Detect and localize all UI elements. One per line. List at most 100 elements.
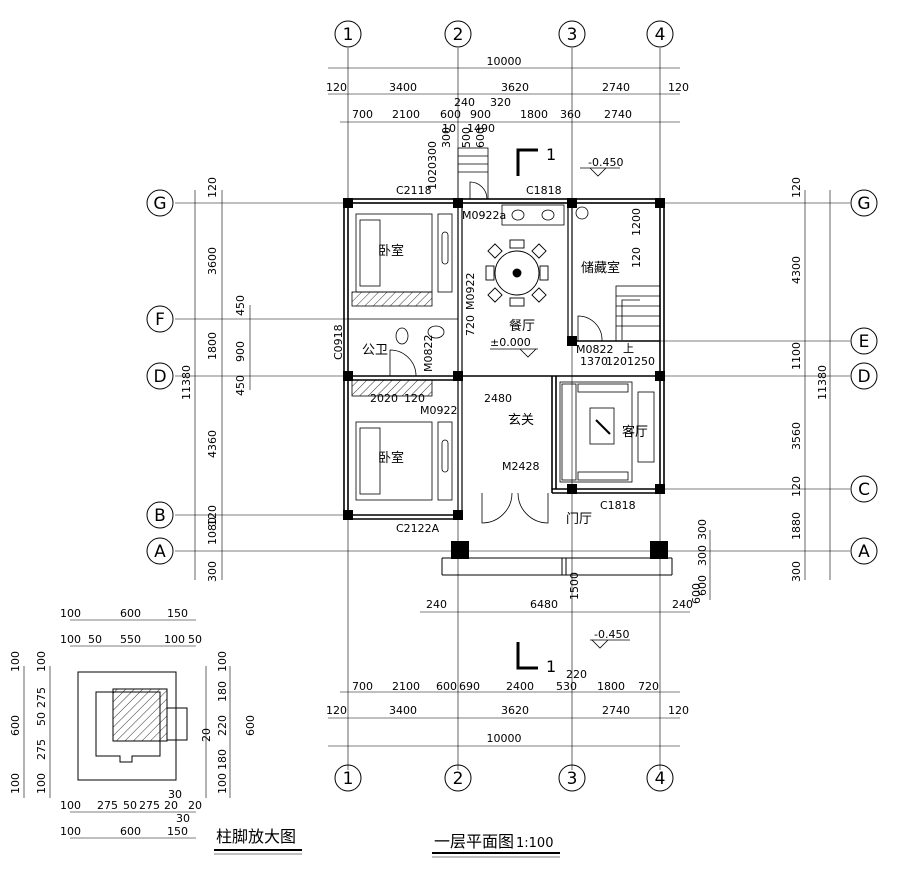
svg-text:-0.450: -0.450 bbox=[588, 156, 623, 169]
svg-text:A: A bbox=[858, 542, 870, 562]
door-m0822-left: M0822 bbox=[422, 335, 435, 373]
svg-text:2: 2 bbox=[453, 25, 464, 45]
dim-right-seg-ge: 4300 bbox=[790, 256, 803, 284]
room-label-bedroom-top: 卧室 bbox=[378, 243, 404, 259]
level-marker-top: -0.450 bbox=[580, 156, 623, 177]
axis-bubble-E-right: E bbox=[850, 327, 878, 355]
dim-bottom-sub-7: 1800 bbox=[597, 680, 625, 693]
svg-text:3: 3 bbox=[567, 769, 578, 789]
dim-bottom-sub-2: 2100 bbox=[392, 680, 420, 693]
dim-top-stair-5: 600 bbox=[474, 127, 487, 148]
dim-right-ext-bottom: 300 bbox=[790, 561, 803, 582]
dim-right-a300a: 300 bbox=[696, 519, 709, 540]
room-label-storage: 储藏室 bbox=[581, 260, 620, 276]
dim-left-seg-db: 4360 bbox=[206, 430, 219, 458]
dim-bottom-sub-8: 720 bbox=[638, 680, 659, 693]
window-c1818-right: C1818 bbox=[600, 499, 636, 512]
svg-text:1: 1 bbox=[546, 145, 556, 164]
room-label-toilet: 公卫 bbox=[362, 343, 388, 358]
dim-bottom-left-ext: 120 bbox=[326, 704, 347, 717]
dim-top-extra-3: 360 bbox=[560, 108, 581, 121]
level-marker-bottom: -0.450 bbox=[590, 628, 630, 649]
dim-top-extra-1: 240 bbox=[454, 96, 475, 109]
level-marker-floor: ±0.000 bbox=[490, 336, 538, 358]
column-foot-detail bbox=[77, 671, 188, 781]
dim-top-total: 10000 bbox=[487, 55, 522, 68]
detail-bottom2-c: 150 bbox=[167, 825, 188, 838]
sink-counter bbox=[501, 204, 589, 226]
room-label-dining: 餐厅 bbox=[509, 318, 535, 334]
dim-bottom-sub-4: 690 bbox=[459, 680, 480, 693]
dining-table bbox=[485, 239, 549, 307]
plan-title-block: 一层平面图 1:100 bbox=[432, 832, 560, 858]
axis-bubble-A-right: A bbox=[850, 537, 878, 565]
dim-720: 720 bbox=[464, 315, 477, 336]
dim-top-right-ext: 120 bbox=[668, 81, 689, 94]
dim-right-1370: 1370 bbox=[580, 355, 608, 368]
room-label-foyer: 玄关 bbox=[508, 413, 534, 428]
detail-left-c: 100 bbox=[9, 773, 22, 794]
living-sofa-set bbox=[559, 381, 655, 483]
axis-bubble-1-top: 1 bbox=[334, 20, 362, 48]
window-c0918: C0918 bbox=[332, 324, 345, 360]
axis-bubble-G-right: G bbox=[850, 189, 878, 217]
structural-columns bbox=[343, 198, 668, 559]
detail-top2-a: 100 bbox=[60, 633, 81, 646]
dim-bottom-seg-3: 2740 bbox=[602, 704, 630, 717]
svg-text:1: 1 bbox=[343, 769, 354, 789]
dim-right-seg-ca: 1880 bbox=[790, 512, 803, 540]
window-c1818-top: C1818 bbox=[526, 184, 562, 197]
axis-bubble-G-left: G bbox=[146, 189, 174, 217]
dim-right-seg-ed: 1100 bbox=[790, 342, 803, 370]
detail-left2-e: 100 bbox=[35, 773, 48, 794]
dim-bottom-total: 10000 bbox=[487, 732, 522, 745]
door-m2428: M2428 bbox=[502, 460, 540, 473]
axis-bubble-A-left: A bbox=[146, 537, 174, 565]
dim-bottom-porch-2: 6480 bbox=[530, 598, 558, 611]
svg-text:D: D bbox=[153, 367, 166, 387]
detail-bottom1-d: 275 bbox=[139, 799, 160, 812]
plan-title: 一层平面图 bbox=[434, 832, 514, 851]
detail-right-d: 180 bbox=[216, 749, 229, 770]
detail-top2-b: 50 bbox=[88, 633, 102, 646]
axis-bubble-F-left: F bbox=[146, 305, 174, 333]
right-dimension-lines bbox=[709, 190, 831, 600]
detail-right-e: 100 bbox=[216, 773, 229, 794]
detail-bottom1-e: 20 bbox=[164, 799, 178, 812]
toilet-fixture bbox=[389, 325, 445, 377]
detail-title: 柱脚放大图 bbox=[216, 827, 296, 846]
dim-left-ext-bottom: 300 bbox=[206, 561, 219, 582]
dim-left-sub-900: 900 bbox=[234, 341, 247, 362]
svg-text:B: B bbox=[154, 506, 166, 526]
dim-top-stair-2: 1490 bbox=[467, 122, 495, 135]
svg-text:F: F bbox=[155, 310, 165, 330]
detail-left2-a: 100 bbox=[35, 651, 48, 672]
detail-right-c: 220 bbox=[216, 715, 229, 736]
axis-bubble-3-bottom: 3 bbox=[558, 764, 586, 792]
bed-bottom bbox=[351, 379, 453, 501]
detail-right-b: 180 bbox=[216, 681, 229, 702]
dim-top-stair-4: 500 bbox=[460, 127, 473, 148]
dim-top-seg-3: 2740 bbox=[602, 81, 630, 94]
dim-top-stair-7: 300 bbox=[426, 141, 439, 162]
dim-top-sub-3: 600 bbox=[440, 108, 461, 121]
svg-text:4: 4 bbox=[655, 25, 666, 45]
dim-top-stair-1: 10 bbox=[442, 122, 456, 135]
dim-right-a300b: 300 bbox=[696, 545, 709, 566]
dim-right-c-ext: 120 bbox=[790, 476, 803, 497]
dim-bottom-sub-6: 530 bbox=[556, 680, 577, 693]
detail-right-f: 600 bbox=[244, 715, 257, 736]
detail-bottom1-c: 50 bbox=[123, 799, 137, 812]
stair-up-label: 上 bbox=[623, 342, 634, 355]
axis-bubble-B-left: B bbox=[146, 501, 174, 529]
detail-top2-c: 550 bbox=[120, 633, 141, 646]
detail-top1-b: 600 bbox=[120, 607, 141, 620]
axis-bubble-D-right: D bbox=[850, 362, 878, 390]
door-m0922a: M0922a bbox=[462, 209, 506, 222]
dim-bottom-sub-1: 700 bbox=[352, 680, 373, 693]
dim-top-seg-1: 3400 bbox=[389, 81, 417, 94]
axis-bubble-4-top: 4 bbox=[646, 20, 674, 48]
section-mark-bottom: 1 bbox=[516, 642, 556, 676]
svg-text:1: 1 bbox=[343, 25, 354, 45]
